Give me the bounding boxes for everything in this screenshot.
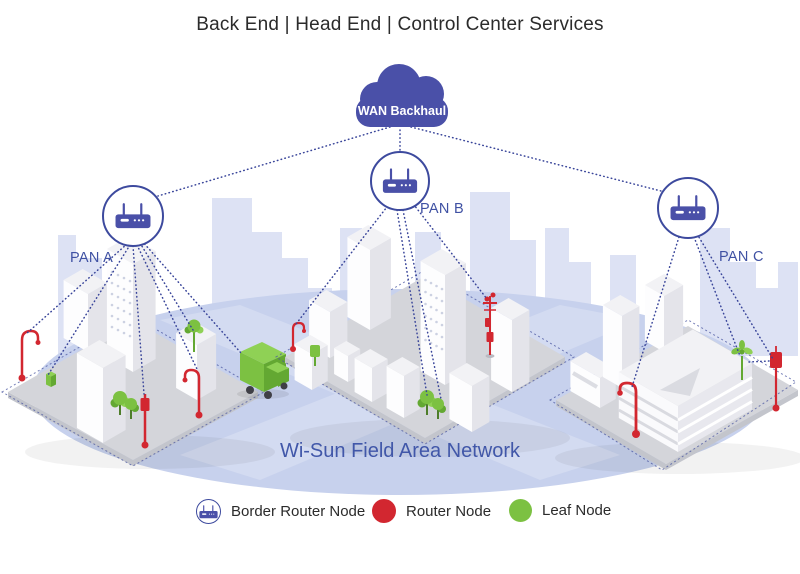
pan-b-label: PAN B [420, 201, 464, 217]
buildings-pan-b [294, 225, 530, 432]
page-title: Back End | Head End | Control Center Ser… [196, 14, 604, 35]
legend-border-router: Border Router Node [196, 499, 365, 524]
pan-a-border-router [102, 185, 164, 247]
city-block-pan-b [275, 225, 575, 457]
legend-leaf-node-label: Leaf Node [542, 502, 612, 519]
legend-router-node-label: Router Node [406, 502, 492, 520]
pole-leaf-node-1 [184, 319, 204, 352]
field-area-network-label: Wi-Sun Field Area Network [279, 440, 521, 462]
streetlight-router-5 [617, 381, 640, 438]
utility-pole-router-node [483, 292, 497, 358]
legend-border-router-label: Border Router Node [231, 503, 366, 520]
legend-router-node: Router Node [372, 499, 491, 523]
border-router-node-icon [196, 499, 221, 524]
leaf-node-icon [509, 499, 532, 522]
wan-backhaul-label: WAN Backhaul [357, 104, 447, 118]
truck-leaf-node [237, 342, 289, 399]
streetlight-router-3 [182, 368, 203, 419]
buildings-pan-c [570, 274, 753, 452]
pole-router-node-2 [770, 346, 782, 412]
sign-leaf-node [310, 345, 320, 366]
legend-leaf-node: Leaf Node [509, 499, 611, 522]
wan-backhaul-cloud [356, 64, 448, 127]
network-links [25, 126, 774, 400]
pan-c-label: PAN C [719, 249, 764, 265]
utility-box-leaf-node [46, 371, 56, 387]
pan-c-border-router [657, 177, 719, 239]
streetlight-router-1 [18, 329, 41, 382]
trees-2 [417, 390, 446, 419]
router-node-icon [372, 499, 396, 523]
streetlight-router-2 [140, 394, 150, 449]
pan-b-border-router [370, 151, 430, 211]
pole-leaf-node-2 [731, 340, 753, 380]
streetlight-router-4 [290, 321, 306, 352]
trees-1 [110, 391, 139, 419]
pan-a-label: PAN A [70, 250, 114, 266]
city-block-pan-c [549, 274, 800, 474]
city-block-pan-a [0, 236, 289, 469]
buildings-pan-a [63, 236, 217, 443]
